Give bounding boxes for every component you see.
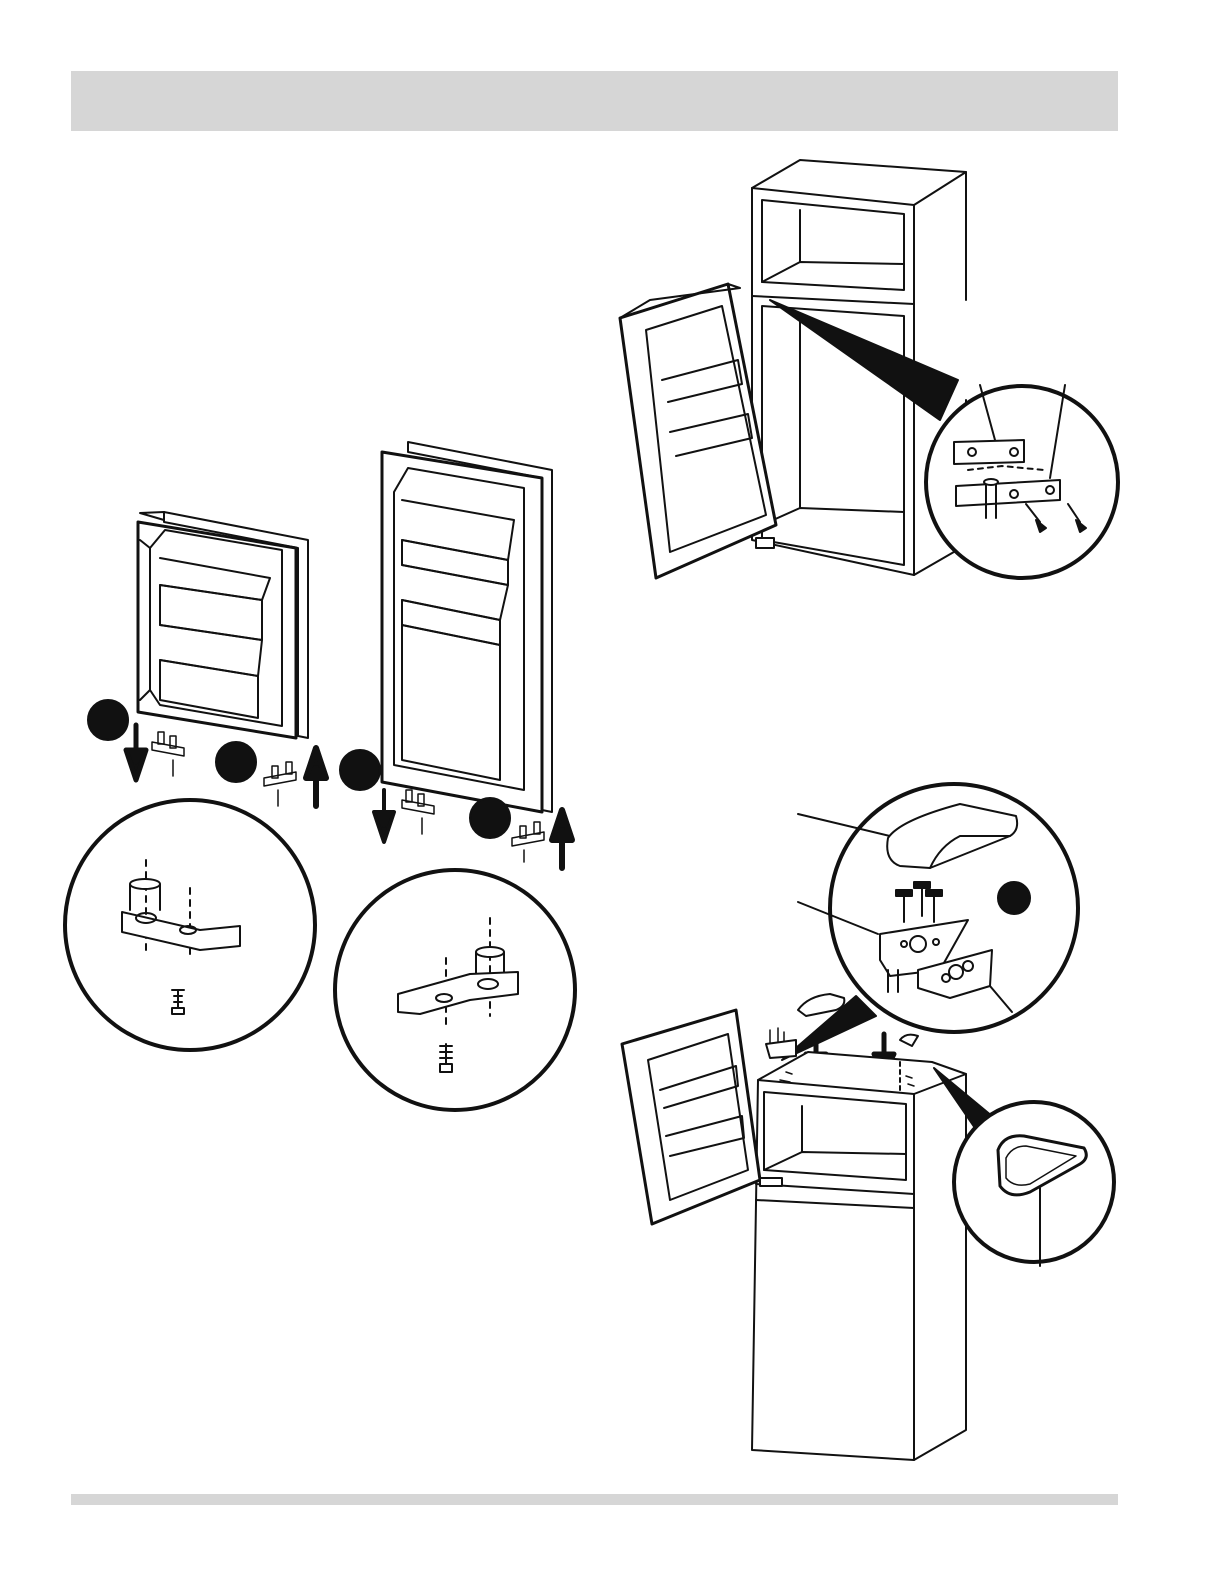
step-marker-1 (88, 700, 128, 740)
step-marker-3 (340, 750, 380, 790)
step-marker-4 (470, 798, 510, 838)
center-hinge-figure (620, 160, 1118, 578)
hinge-pin-icon (152, 732, 184, 776)
fresh-food-door-drawing (382, 442, 552, 812)
arrow-down-icon (126, 725, 146, 780)
arrow-up-icon (552, 810, 572, 868)
top-hinge-figure (622, 784, 1114, 1460)
footer-band (71, 1494, 1118, 1505)
freezer-door-drawing (138, 512, 308, 738)
detail-magnifier-left (65, 800, 315, 1050)
arrow-up-icon (306, 748, 326, 806)
door-hinge-swap-figure (65, 442, 575, 1110)
hinge-pin-icon (512, 822, 544, 862)
detail-magnifier-right (335, 870, 575, 1110)
arrow-down-icon (374, 790, 394, 842)
step-marker-7 (998, 882, 1030, 914)
step-marker-2 (216, 742, 256, 782)
hinge-pin-icon (402, 790, 434, 834)
hinge-pin-icon (264, 762, 296, 806)
